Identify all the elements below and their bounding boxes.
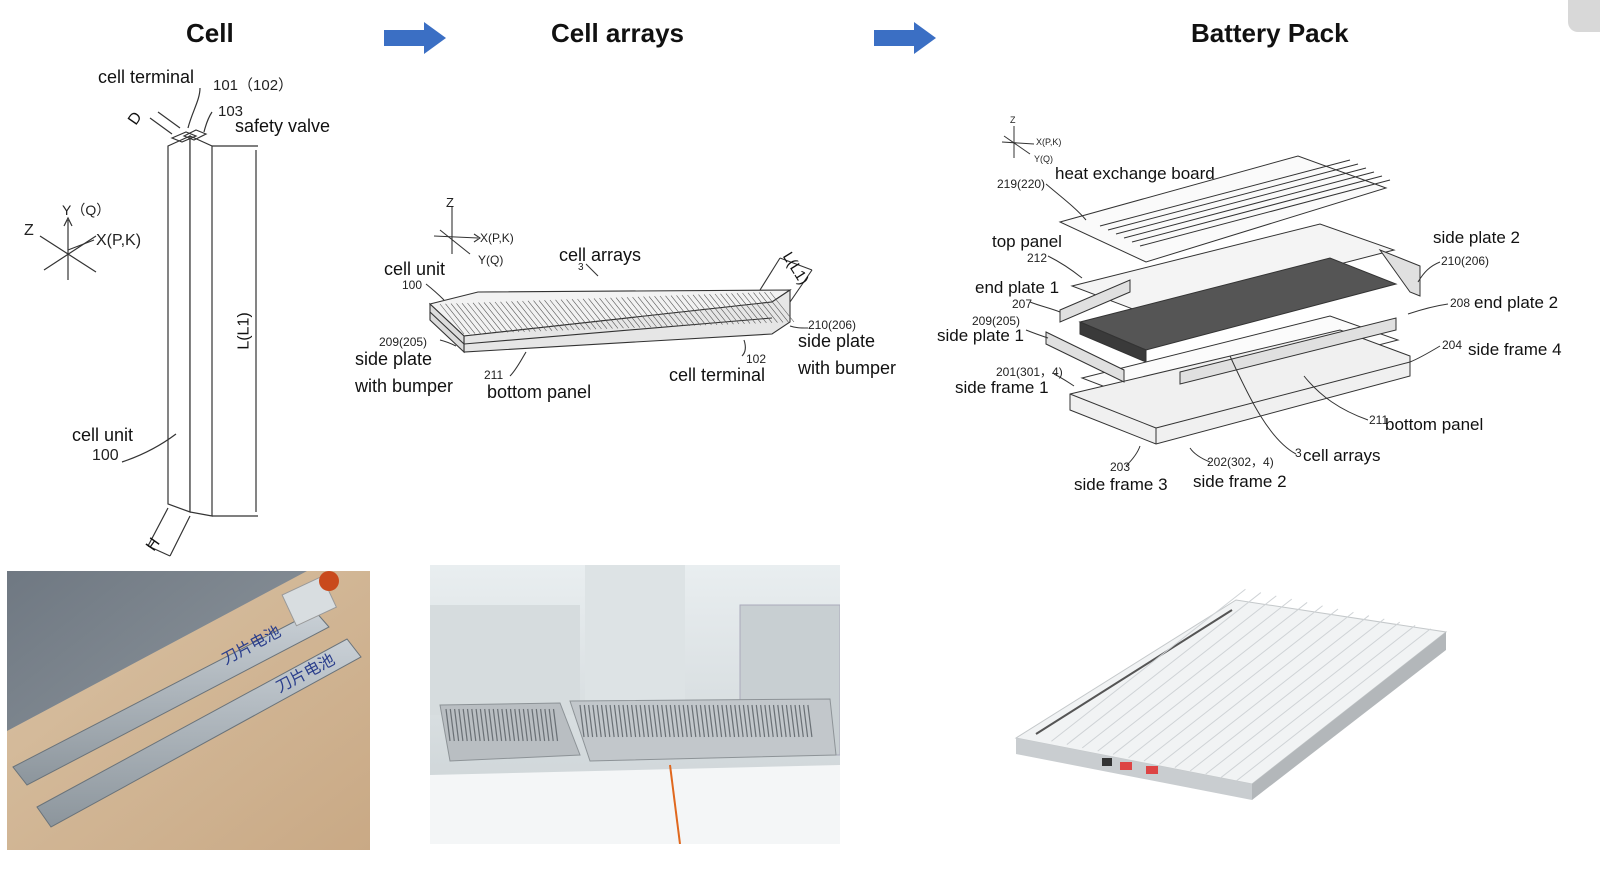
pack-end-plate-2-label: end plate 2 <box>1474 293 1559 312</box>
title-cell: Cell <box>186 18 234 48</box>
pack-rails <box>1051 588 1431 782</box>
pack-heat-num: 219(220) <box>997 177 1046 191</box>
title-battery-pack: Battery Pack <box>1191 18 1349 48</box>
arrays-bottom-num: 211 <box>484 368 504 382</box>
arrays-terminal-num: 102 <box>746 352 767 366</box>
pack-bottom-panel-label: bottom panel <box>1385 415 1484 434</box>
cell-unit-num: 100 <box>92 447 119 464</box>
pack-side-frame-4-num: 204 <box>1442 338 1463 352</box>
pack-top-panel-label: top panel <box>992 232 1062 251</box>
cell-x-axis-label: X(P,K) <box>96 232 142 249</box>
pack-y-axis-label: Y(Q) <box>1034 154 1053 164</box>
arrays-x-axis-label: X(P,K) <box>480 231 514 245</box>
right-arrow-icon <box>384 22 446 54</box>
pack-end-plate-1-num: 207 <box>1012 297 1033 311</box>
arrays-cell-arrays-label: cell arrays <box>559 245 642 265</box>
cell-valve-num: 103 <box>218 103 244 120</box>
heat-channels <box>1099 159 1391 247</box>
arrays-side-plate-right-num: 210(206) <box>808 318 857 332</box>
cell-z-axis-label: Z <box>24 222 34 239</box>
cell-arrays-photo <box>430 565 840 844</box>
pack-side-frame-3-label: side frame 3 <box>1074 475 1168 494</box>
arrays-y-axis-label: Y(Q) <box>478 253 504 267</box>
pack-cell-arrays-label: cell arrays <box>1303 446 1381 465</box>
pack-side-plate-1-num: 209(205) <box>972 314 1021 328</box>
arrays-bottom-panel-label: bottom panel <box>487 382 592 402</box>
pack-side-plate-1-label: side plate 1 <box>937 326 1024 345</box>
cell-unit-label: cell unit <box>72 425 134 445</box>
pack-top-num: 212 <box>1027 251 1048 265</box>
cell-y-axis-label: Y（Q） <box>62 202 111 218</box>
arrays-side-plate-right-label: side plate <box>798 331 876 351</box>
arrays-cell-unit-num: 100 <box>402 278 423 292</box>
arrays-side-plate-left-num: 209(205) <box>379 335 428 349</box>
arrays-cell-terminal-label: cell terminal <box>669 365 766 385</box>
pack-cell-arrays-num: 3 <box>1295 446 1302 460</box>
arrays-z-axis-label: Z <box>446 195 454 210</box>
arrays-side-plate-left-label-2: with bumper <box>355 376 454 396</box>
pack-z-axis-label: Z <box>1010 115 1016 125</box>
pack-side-plate-2-label: side plate 2 <box>1433 228 1520 247</box>
pack-side-frame-1-label: side frame 1 <box>955 378 1049 397</box>
corner-tab <box>1568 0 1600 32</box>
pack-side-plate-2-num: 210(206) <box>1441 254 1490 268</box>
pack-side-frame-3-num: 203 <box>1110 460 1131 474</box>
cell-photo: 刀片电池 刀片电池 <box>7 571 370 850</box>
arrays-cell-unit-label: cell unit <box>384 259 446 279</box>
pack-end-plate-1-label: end plate 1 <box>975 278 1060 297</box>
cell-hatching <box>439 291 795 335</box>
right-arrow-icon <box>874 22 936 54</box>
pack-side-frame-2-num: 202(302，4) <box>1207 455 1274 469</box>
pack-side-frame-4-label: side frame 4 <box>1468 340 1562 359</box>
pack-end-plate-2-num: 208 <box>1450 296 1471 310</box>
pack-heat-exchange-label: heat exchange board <box>1055 164 1215 183</box>
cell-terminal-num: 101（102） <box>213 77 294 94</box>
safety-valve-label: safety valve <box>235 116 331 136</box>
pack-side-frame-1-num: 201(301，4) <box>996 365 1063 379</box>
title-cell-arrays: Cell arrays <box>551 18 684 48</box>
module-fins <box>445 704 813 742</box>
cell-terminal-label: cell terminal <box>98 67 195 87</box>
battery-pack-photo <box>996 588 1466 818</box>
arrays-side-plate-right-label-2: with bumper <box>798 358 897 378</box>
arrays-cell-arrays-num: 3 <box>578 262 584 273</box>
pack-bottom-num: 211 <box>1369 413 1389 427</box>
arrays-side-plate-left-label: side plate <box>355 349 433 369</box>
pack-x-axis-label: X(P,K) <box>1036 137 1062 147</box>
pack-side-frame-2-label: side frame 2 <box>1193 472 1287 491</box>
